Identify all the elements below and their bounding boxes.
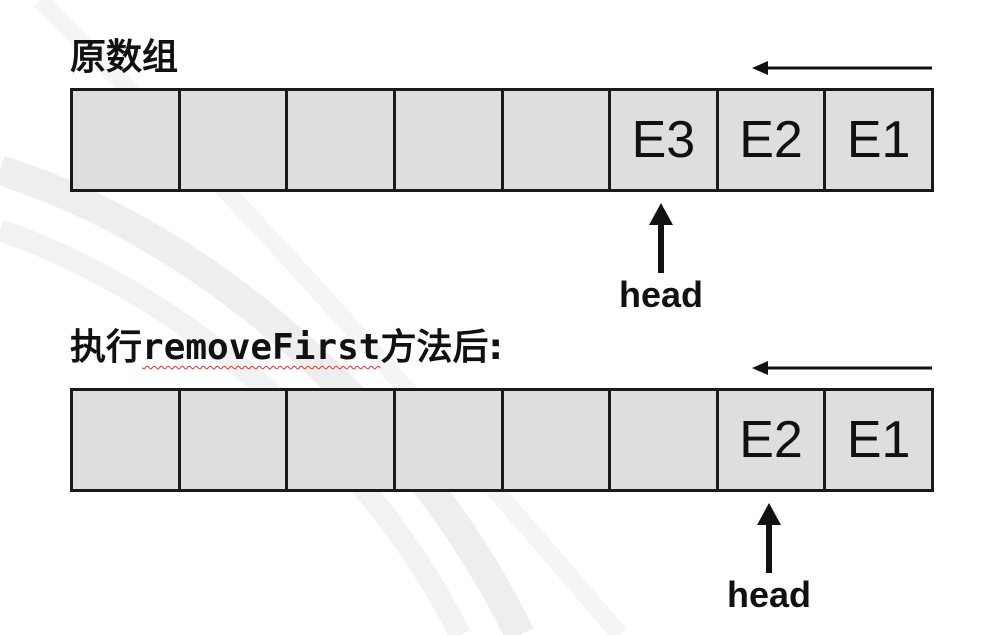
array-cell <box>288 391 396 489</box>
array-cell <box>73 91 181 189</box>
up-arrow-icon <box>649 203 673 273</box>
direction-arrow-bottom <box>752 361 932 375</box>
after-title-suffix: 方法后: <box>380 327 503 368</box>
up-arrow-icon <box>757 503 781 573</box>
array-cell <box>180 91 289 189</box>
direction-arrow-top <box>752 61 932 75</box>
original-array: E3 E2 E1 <box>70 88 934 192</box>
original-array-title: 原数组 <box>70 37 179 78</box>
array-cell <box>180 391 289 489</box>
head-pointer-original: head <box>611 203 711 313</box>
array-cell-e1: E1 <box>826 391 934 489</box>
array-cell <box>503 91 612 189</box>
array-cell <box>395 391 504 489</box>
array-cell-e2: E2 <box>718 391 827 489</box>
after-remove-title: 执行removeFirst方法后: <box>70 330 503 366</box>
array-cell-e3: E3 <box>611 91 719 189</box>
head-pointer-after: head <box>719 503 819 613</box>
array-cell-e1: E1 <box>826 91 934 189</box>
head-label: head <box>618 274 704 315</box>
array-cell-e2: E2 <box>718 91 827 189</box>
array-cell <box>611 391 719 489</box>
after-title-prefix: 执行 <box>70 327 143 368</box>
method-name: removeFirst <box>142 327 381 368</box>
head-label: head <box>726 574 812 615</box>
array-cell <box>288 91 396 189</box>
after-array: E2 E1 <box>70 388 934 492</box>
array-cell <box>395 91 504 189</box>
array-cell <box>503 391 612 489</box>
array-cell <box>73 391 181 489</box>
